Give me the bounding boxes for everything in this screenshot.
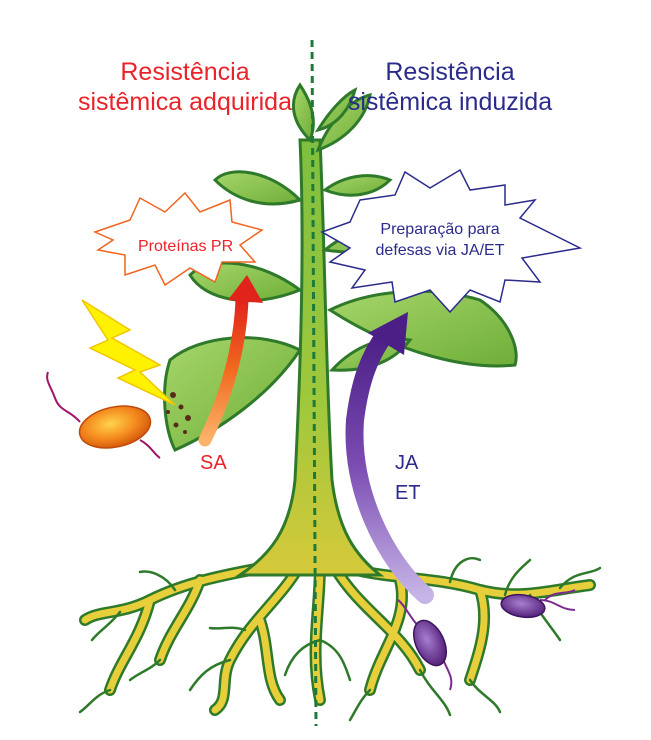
- title-right-line1: Resistência: [385, 58, 515, 86]
- title-left-line2: sistêmica adquirida: [78, 88, 292, 116]
- ja-et-signal-arrow: [345, 312, 434, 604]
- pr-proteins-label: Proteínas PR: [138, 238, 234, 255]
- sa-label: SA: [200, 452, 227, 474]
- et-label: ET: [395, 482, 421, 504]
- center-divider: [310, 39, 318, 727]
- ja-label: JA: [395, 452, 419, 474]
- priming-label-line2: defesas via JA/ET: [375, 242, 505, 259]
- sa-signal-arrow: [198, 275, 263, 447]
- priming-burst: [320, 168, 583, 314]
- pathogen-bacterium-icon: [46, 371, 161, 459]
- title-left-line1: Resistência: [120, 58, 250, 86]
- title-right-line2: sistêmica induzida: [347, 88, 553, 116]
- infection-spots: [166, 392, 191, 434]
- acquired-resistance-title: Resistência sistêmica adquirida: [70, 57, 300, 117]
- priming-label-line1: Preparação para: [380, 221, 500, 238]
- roots: [78, 554, 602, 722]
- lightning-icon: [81, 299, 176, 406]
- plant-stem: [235, 138, 385, 577]
- pr-proteins-burst: [92, 191, 264, 287]
- induced-resistance-title: Resistência sistêmica induzida: [330, 57, 570, 117]
- priming-label: Preparação para defesas via JA/ET: [365, 219, 515, 261]
- beneficial-bacteria-icon: [397, 589, 576, 691]
